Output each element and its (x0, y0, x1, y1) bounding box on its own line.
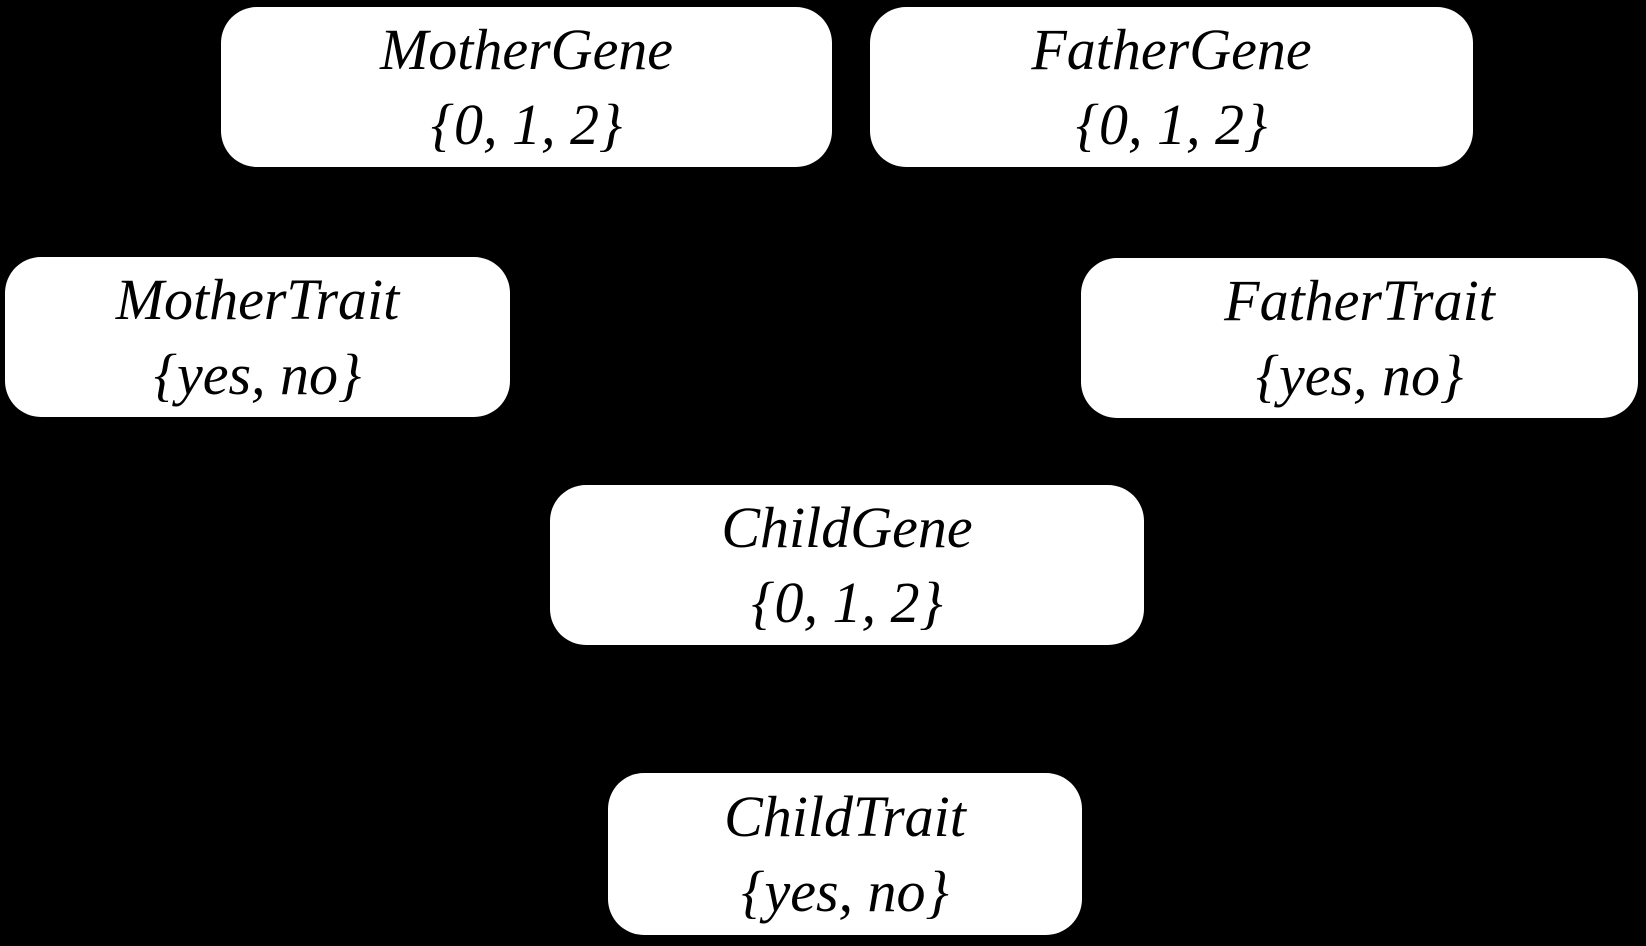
node-child-gene-values: {0, 1, 2} (751, 570, 943, 635)
node-father-trait-label: FatherTrait (1224, 268, 1495, 333)
node-child-trait-label: ChildTrait (724, 784, 966, 849)
node-mother-gene-values: {0, 1, 2} (430, 92, 623, 157)
node-father-trait-values: {yes, no} (1255, 343, 1464, 408)
node-mother-trait: MotherTrait {yes, no} (5, 257, 510, 417)
node-mother-trait-values: {yes, no} (153, 342, 362, 407)
node-mother-gene: MotherGene {0, 1, 2} (221, 7, 832, 167)
node-child-trait-values: {yes, no} (741, 859, 949, 924)
node-child-trait: ChildTrait {yes, no} (608, 773, 1082, 935)
node-mother-gene-label: MotherGene (379, 17, 674, 82)
node-child-gene-label: ChildGene (721, 495, 973, 560)
node-father-trait: FatherTrait {yes, no} (1081, 258, 1638, 418)
node-father-gene-label: FatherGene (1031, 17, 1312, 82)
node-child-gene: ChildGene {0, 1, 2} (550, 485, 1144, 645)
node-father-gene: FatherGene {0, 1, 2} (870, 7, 1473, 167)
node-father-gene-values: {0, 1, 2} (1075, 92, 1268, 157)
node-mother-trait-label: MotherTrait (115, 267, 400, 332)
